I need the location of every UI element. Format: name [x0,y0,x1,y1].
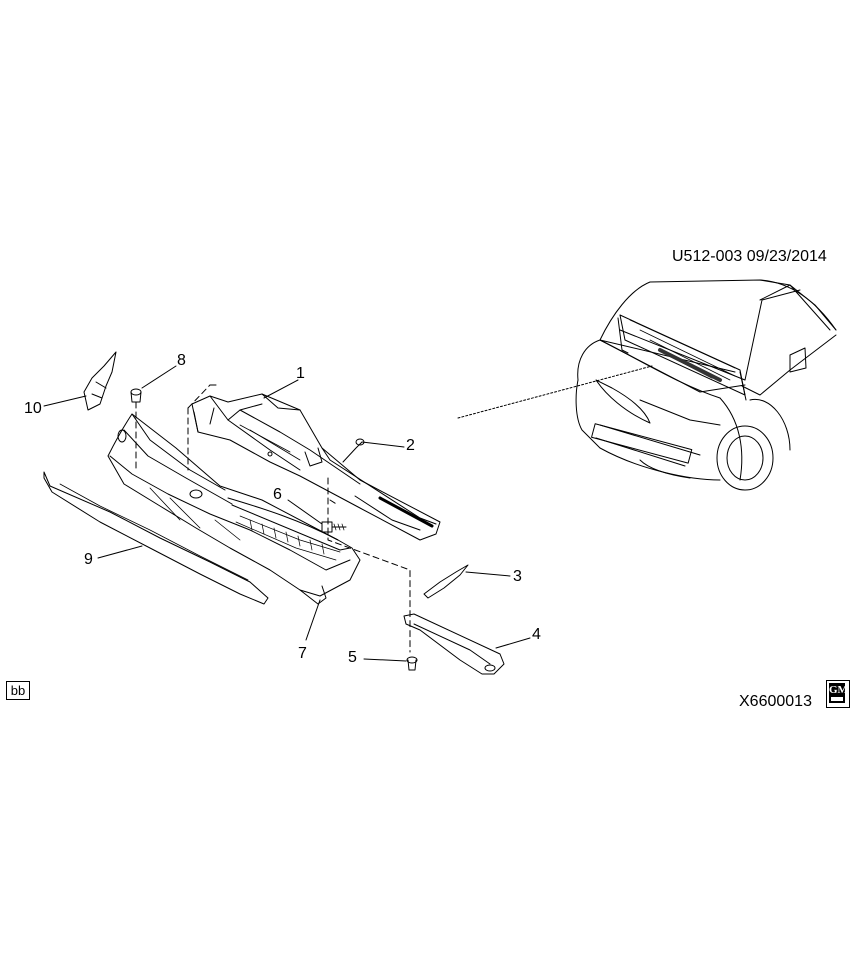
part-1-cowl-panel-upper [191,393,441,541]
part-4-bracket-lower [403,613,505,675]
callout-8: 8 [177,352,186,369]
part-6-bolt [321,521,347,533]
gm-logo: GM [826,680,850,708]
part-8-clip [130,388,142,403]
callout-2: 2 [406,437,415,454]
drawing-reference-id: U512-003 09/23/2014 [672,248,827,265]
part-2-clip-rod [342,438,365,463]
tag-box: bb [6,681,30,700]
assembly-lines [135,384,411,653]
callout-4: 4 [532,626,541,643]
part-10-end-cap [83,351,117,411]
gm-logo-text: GM [829,684,848,696]
figure-id: X6600013 [739,693,812,710]
callout-10: 10 [24,400,42,417]
part-9-weatherstrip [43,471,269,605]
vehicle-illustration [575,279,837,491]
leader-lines [43,365,531,662]
part-3-seal-strip [423,564,469,599]
view-pointer [457,365,653,419]
callout-3: 3 [513,568,522,585]
callout-6: 6 [273,486,282,503]
part-5-screw [406,656,418,671]
callout-1: 1 [296,365,305,382]
callout-5: 5 [348,649,357,666]
callout-9: 9 [84,551,93,568]
callout-7: 7 [298,645,307,662]
part-7-cowl-vent-grille [107,413,361,605]
